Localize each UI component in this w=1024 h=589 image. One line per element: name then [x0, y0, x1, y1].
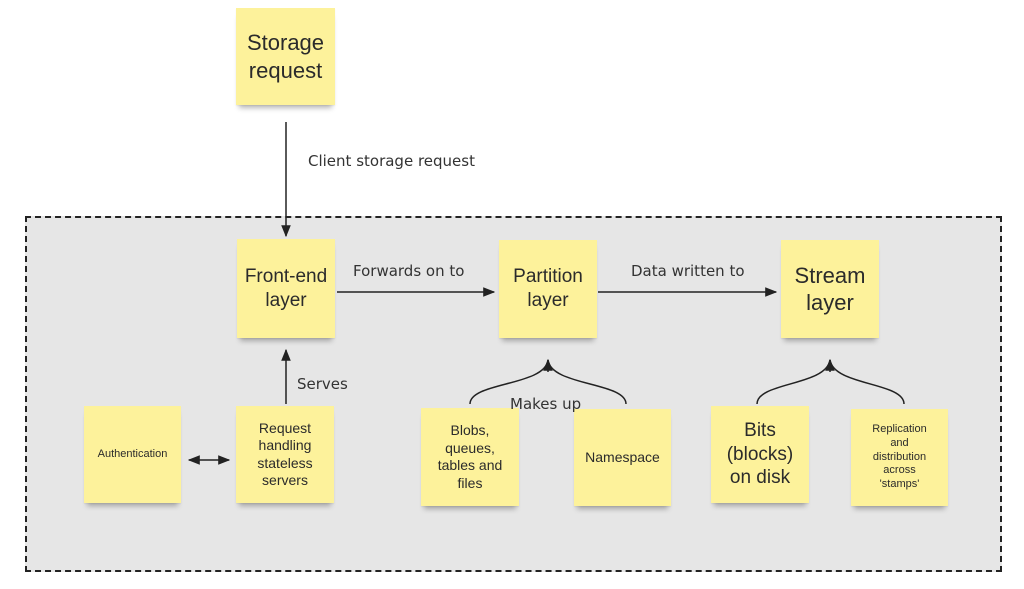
note-authentication-text: Authentication — [97, 447, 168, 460]
note-request-handling: Request handling stateless servers — [236, 406, 334, 503]
note-bits-text: Bits (blocks) on disk — [726, 419, 794, 489]
note-front-end-layer: Front-end layer — [237, 239, 335, 338]
note-stream-layer: Stream layer — [781, 240, 879, 338]
label-makes-up: Makes up — [510, 395, 582, 413]
note-blobs-text: Blobs, queues, tables and files — [437, 422, 503, 491]
note-storage-request: Storage request — [236, 8, 335, 105]
note-blobs-queues-tables-files: Blobs, queues, tables and files — [421, 408, 519, 506]
note-authentication: Authentication — [84, 406, 181, 503]
note-namespace: Namespace — [574, 409, 671, 506]
label-client-storage-request: Client storage request — [308, 152, 475, 170]
note-request-handling-text: Request handling stateless servers — [257, 419, 313, 489]
note-bits-on-disk: Bits (blocks) on disk — [711, 406, 809, 503]
label-forwards-on-to: Forwards on to — [353, 262, 465, 280]
note-replication: Replication and distribution across 'sta… — [851, 409, 948, 506]
label-serves: Serves — [297, 375, 348, 393]
note-partition-text: Partition layer — [513, 266, 583, 311]
note-namespace-text: Namespace — [585, 448, 660, 465]
note-front-end-text: Front-end layer — [244, 265, 328, 311]
note-partition-layer: Partition layer — [499, 240, 597, 338]
note-replication-text: Replication and distribution across 'sta… — [872, 423, 927, 491]
note-storage-request-text: Storage request — [246, 30, 325, 83]
label-data-written-to: Data written to — [631, 262, 745, 280]
note-stream-text: Stream layer — [794, 262, 866, 316]
